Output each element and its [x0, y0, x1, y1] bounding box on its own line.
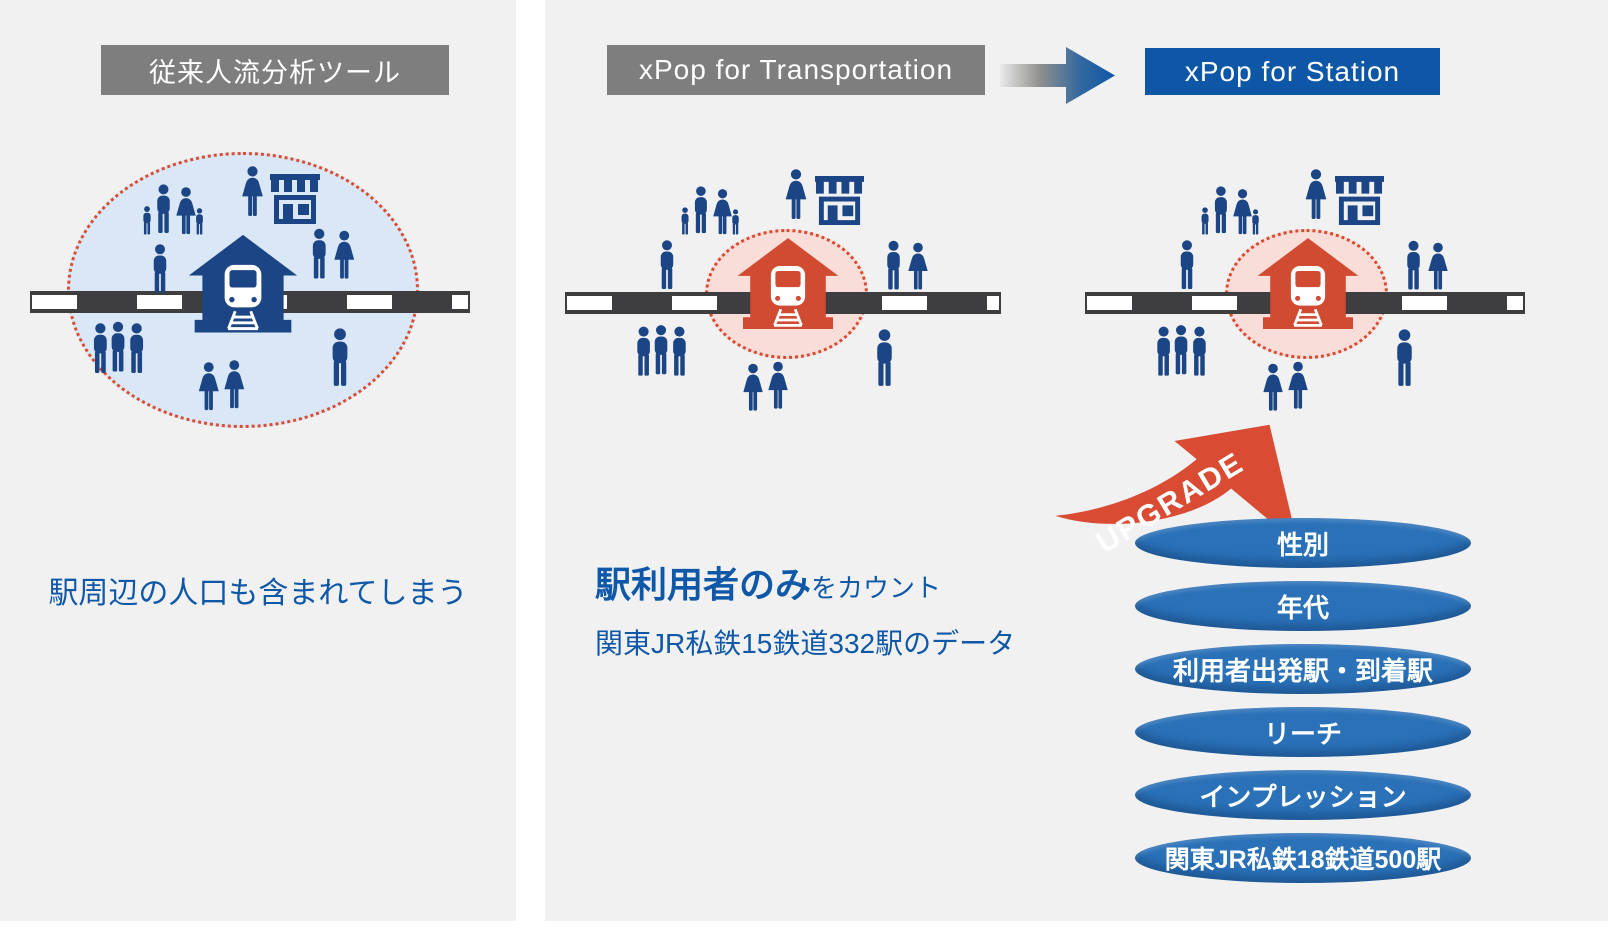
feature-age: 年代	[1135, 581, 1471, 631]
caption-suffix: をカウント	[811, 573, 942, 603]
family-icon	[140, 184, 208, 236]
flow-arrow-icon	[1000, 47, 1115, 104]
header-xpop-transportation: xPop for Transportation	[607, 45, 985, 95]
person-icon	[871, 329, 898, 387]
two-women-icon	[741, 359, 791, 414]
two-women-icon	[1261, 359, 1311, 414]
caption-traditional: 駅周辺の人口も含まれてしまう	[48, 577, 468, 610]
person-icon	[1175, 240, 1199, 290]
station-icon	[185, 233, 301, 345]
group-of-three-icon	[88, 321, 150, 374]
caption-emphasis: 駅利用者のみ	[595, 564, 812, 605]
person-icon	[1303, 169, 1329, 220]
station-icon	[1254, 237, 1362, 340]
feature-reach: リーチ	[1135, 707, 1471, 757]
shop-icon	[813, 176, 866, 225]
person-icon	[147, 244, 173, 294]
feature-impression: インプレッション	[1135, 770, 1471, 820]
header-traditional-tool: 従来人流分析ツール	[101, 45, 449, 95]
feature-od-stations: 利用者出発駅・到着駅	[1135, 644, 1471, 694]
person-icon	[326, 328, 354, 387]
couple-icon	[882, 239, 930, 291]
person-icon	[239, 166, 266, 217]
two-women-icon	[196, 358, 248, 413]
person-icon	[783, 169, 809, 220]
header-xpop-station: xPop for Station	[1145, 48, 1440, 95]
shop-icon	[1333, 176, 1386, 225]
person-icon	[1391, 329, 1418, 387]
group-of-three-icon	[632, 324, 692, 377]
family-icon	[1198, 186, 1264, 236]
panel-traditional-tool: 従来人流分析ツール 駅周辺の人口も含まれてしまう	[0, 0, 516, 921]
panel-xpop: xPop for Transportation xPop for Station…	[545, 0, 1608, 921]
caption-data-coverage: 関東JR私鉄15鉄道332駅のデータ	[595, 628, 1016, 659]
group-of-three-icon	[1152, 324, 1212, 377]
station-icon	[734, 237, 842, 340]
feature-gender: 性別	[1135, 518, 1471, 568]
couple-icon	[307, 227, 357, 280]
family-icon	[678, 186, 744, 236]
shop-icon	[268, 174, 322, 224]
feature-network-coverage: 関東JR私鉄18鉄道500駅	[1135, 833, 1471, 883]
couple-icon	[1402, 239, 1450, 291]
person-icon	[655, 240, 679, 290]
caption-transportation: 駅利用者のみをカウント 関東JR私鉄15鉄道332駅のデータ	[595, 556, 1015, 662]
